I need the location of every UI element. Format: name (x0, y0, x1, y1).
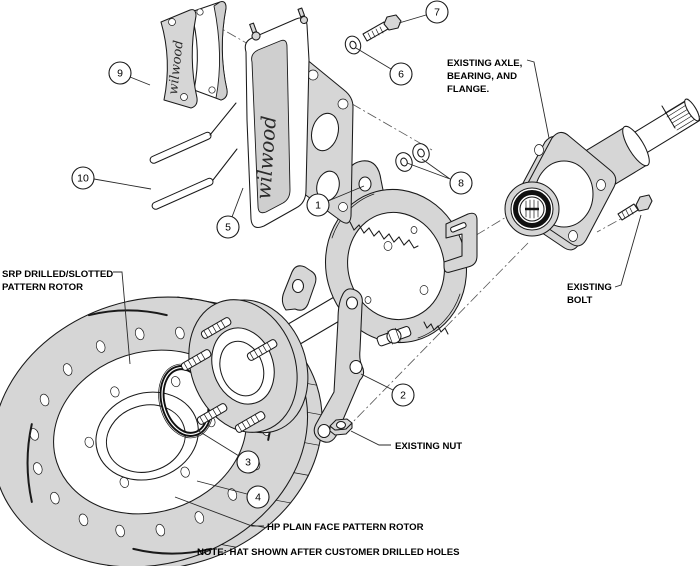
callout-10: 10 (71, 166, 95, 190)
svg-text:9: 9 (117, 68, 123, 80)
label-existing-axle-line1: EXISTING AXLE, (447, 58, 523, 69)
pad-brand-script: wilwood (166, 40, 187, 96)
return-spring (349, 221, 419, 249)
svg-text:6: 6 (398, 69, 404, 81)
rotor-hat (180, 299, 309, 434)
svg-text:10: 10 (77, 173, 89, 185)
label-existing-axle: EXISTING AXLE, BEARING, AND FLANGE. (447, 58, 523, 95)
washer (344, 35, 362, 55)
mount-bolt (362, 14, 402, 42)
adjuster-spring (423, 321, 449, 335)
label-existing-bolt-line1: EXISTING (567, 282, 612, 293)
callout-7: 7 (425, 0, 449, 24)
svg-text:4: 4 (255, 492, 261, 504)
brake-pads: wilwood (160, 1, 228, 109)
callout-8: 8 (449, 171, 473, 195)
pad-retaining-pins (149, 102, 238, 210)
existing-nut (329, 418, 353, 436)
wheel-studs (180, 317, 278, 433)
existing-bolt (617, 194, 653, 221)
label-existing-axle-line3: FLANGE. (447, 84, 489, 95)
shoe-adjuster (376, 325, 412, 347)
callout-9: 9 (108, 61, 132, 85)
svg-text:5: 5 (225, 222, 231, 234)
crush-washers (395, 143, 430, 172)
callout-1: 1 (306, 193, 330, 217)
svg-text:2: 2 (400, 390, 406, 402)
label-srp-rotor-line2: PATTERN ROTOR (2, 282, 83, 293)
label-existing-nut: EXISTING NUT (395, 441, 462, 452)
axle-bearing (504, 181, 560, 237)
label-srp-rotor: SRP DRILLED/SLOTTED PATTERN ROTOR (2, 269, 113, 293)
callout-2: 2 (391, 383, 415, 407)
svg-text:7: 7 (434, 7, 440, 19)
svg-text:8: 8 (458, 178, 464, 190)
label-note: NOTE: HAT SHOWN AFTER CUSTOMER DRILLED H… (197, 547, 460, 558)
label-hp-rotor: HP PLAIN FACE PATTERN ROTOR (267, 522, 424, 533)
axle-flange-assembly (504, 98, 700, 251)
label-existing-bolt-line2: BOLT (567, 295, 593, 306)
callout-4: 4 (246, 485, 270, 509)
callout-5: 5 (216, 215, 240, 239)
leader-lines (93, 14, 642, 527)
svg-text:1: 1 (315, 200, 321, 212)
svg-text:3: 3 (245, 457, 251, 469)
caliper: wilwood (244, 7, 354, 228)
callout-3: 3 (236, 450, 260, 474)
label-existing-axle-line2: BEARING, AND (447, 71, 517, 82)
caliper-brand-script: wilwood (251, 115, 281, 200)
label-srp-rotor-line1: SRP DRILLED/SLOTTED (2, 269, 113, 280)
callout-6: 6 (389, 62, 413, 86)
label-existing-bolt: EXISTING BOLT (567, 282, 612, 306)
bleed-screws (249, 7, 309, 41)
